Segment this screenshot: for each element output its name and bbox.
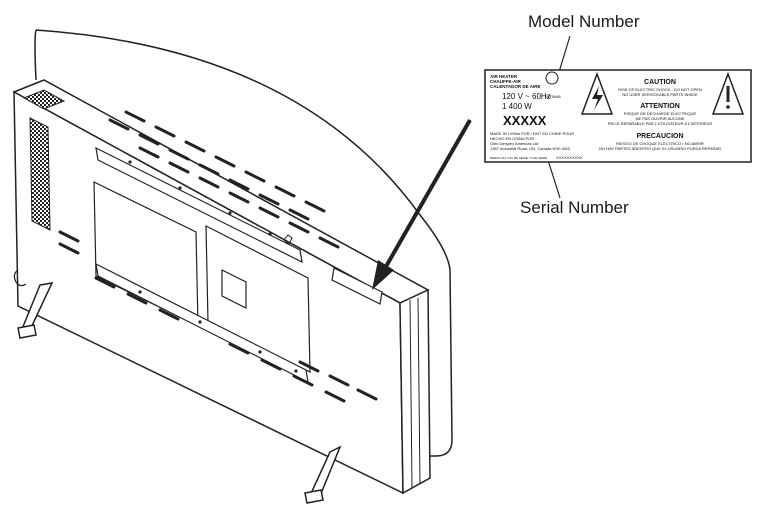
- label-wattage: 1 400 W: [502, 102, 532, 111]
- caution-line-2: NO USER SERVICEABLE PARTS INSIDE: [622, 92, 698, 97]
- side-trim: [409, 297, 421, 489]
- upper-bracket-holes: [128, 160, 272, 236]
- lower-bracket-holes: [138, 290, 298, 373]
- power-cord: [13, 269, 27, 287]
- label-product-fr: CHAUFFE-AIR: [490, 79, 521, 84]
- label-origin-1: MADE IN CHINA FOR / FAIT EN CHINE POUR: [490, 131, 574, 136]
- lower-mounting-bracket: [95, 262, 309, 384]
- precaucion-line-2: NO HAY PARTES ADENTRO QUE EL USUARIO PUE…: [599, 146, 721, 151]
- label-product-es: CALENTADOR DE AIRE: [490, 84, 541, 89]
- label-model-value: XXXXX: [503, 113, 547, 128]
- pointer-arrow: [372, 119, 472, 290]
- upper-mounting-bracket: [95, 146, 303, 264]
- serial-number-callout: Serial Number: [520, 198, 629, 217]
- attention-line-2: NE PAS OUVRIR AUCUNE: [636, 116, 685, 121]
- attention-line-1: RISQUE DE DECHARGE ELECTRIQUE: [624, 111, 697, 116]
- side-vent-grille: [29, 117, 51, 231]
- attention-line-3: PIECE REPARABLE PAR L'UTILISATEUR A L'IN…: [608, 121, 713, 126]
- label-cert-code: 2619648: [545, 94, 561, 99]
- exclamation-warning-icon: [711, 71, 745, 115]
- label-company: Glen Dimplex Americas Ltd: [490, 141, 538, 146]
- lower-louvers: [58, 230, 378, 403]
- right-inner-panel: [205, 225, 311, 373]
- label-product-en: AIR HEATER: [490, 74, 518, 79]
- model-number-callout: Model Number: [528, 12, 640, 31]
- top-vent: [22, 89, 66, 110]
- front-glass-top-edge: [34, 29, 37, 81]
- front-glass-panel: [35, 29, 453, 457]
- heater-housing: [12, 79, 431, 495]
- label-voltage: 120 V ~ 60Hz: [502, 92, 551, 101]
- label-serial-value: XXXXXXXXXX: [556, 155, 583, 160]
- electric-shock-warning-icon: [580, 71, 614, 115]
- attention-title: ATTENTION: [640, 103, 680, 110]
- housing-label-plate: [331, 267, 383, 305]
- left-leg: [17, 282, 54, 339]
- caution-title: CAUTION: [644, 79, 676, 86]
- precaucion-title: PRECAUCION: [636, 133, 683, 140]
- serial-leader-line: [547, 159, 561, 199]
- label-serial-prefix: SERIAL NO / NO DE SÉRIE / N DE SERIE: [490, 155, 547, 160]
- rating-label: AIR HEATER CHAUFFE-AIR CALENTADOR DE AIR…: [484, 69, 752, 163]
- precaucion-line-1: RIESGO DE CHOQUE ELECTRICO • NO ABRIR: [616, 141, 704, 146]
- caution-line-1: RISK OF ELECTRIC SHOCK - DO NOT OPEN: [618, 87, 702, 92]
- center-square-panel: [221, 269, 247, 309]
- label-address: 1367 Industrial Road, ON, Canada N3H 4W3: [490, 146, 571, 151]
- right-leg: [304, 445, 342, 504]
- upper-louvers: [108, 110, 340, 249]
- certification-mark-icon: [545, 71, 559, 85]
- label-origin-2: HECHO EN CHINA POR: [490, 136, 534, 141]
- bracket-tab: [283, 234, 293, 245]
